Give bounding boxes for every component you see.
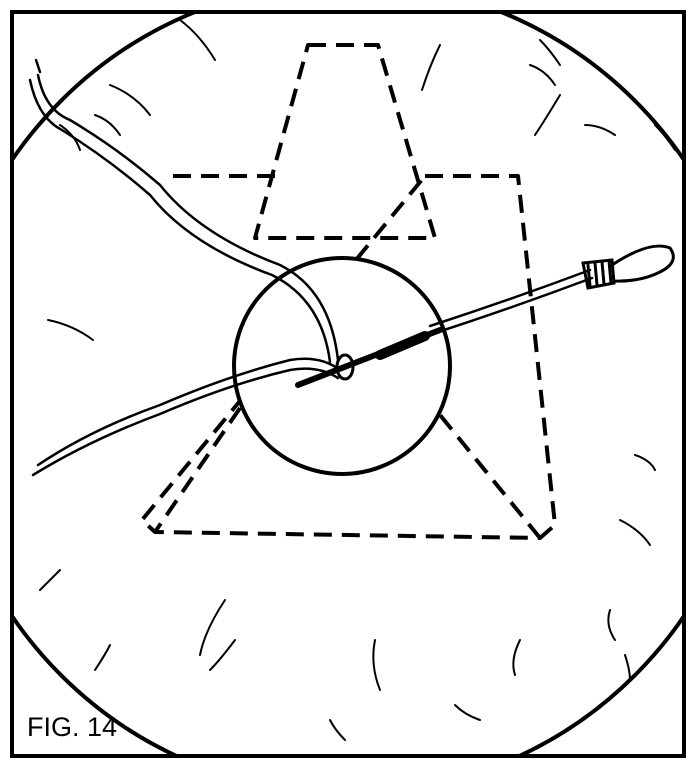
figure-label: FIG. 14 (27, 712, 117, 743)
right-cord (430, 246, 673, 334)
top-trapezoid (255, 45, 435, 238)
cord-loop (612, 246, 673, 281)
